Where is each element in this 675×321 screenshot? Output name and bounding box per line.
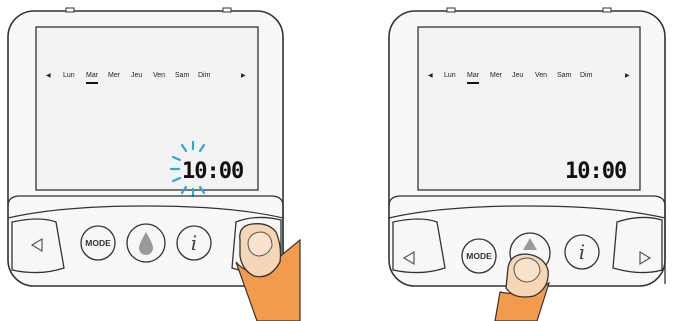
thermostat-panel-1: ◀ Lun Mar Mer Jeu Ven Sam Dim ▶ 10:00 — [8, 8, 300, 321]
fingernail — [248, 232, 272, 256]
day-label: Sam — [557, 72, 572, 79]
day-row: Lun Mar Mer Jeu Ven Sam Dim — [63, 72, 211, 79]
time-display: 10:00 — [182, 159, 243, 184]
time-display: 10:00 — [565, 159, 626, 184]
top-notch-left — [66, 8, 74, 12]
time-hours: 10 — [565, 159, 590, 184]
top-notch-right — [603, 8, 611, 12]
arrow-right-icon: ▶ — [241, 73, 246, 79]
fingernail — [514, 258, 540, 282]
top-notch-right — [223, 8, 231, 12]
top-notch-left — [447, 8, 455, 12]
time-minutes: 00 — [602, 159, 627, 184]
day-label: Ven — [153, 72, 165, 79]
arrow-right-icon: ▶ — [625, 73, 630, 79]
selected-day-underline — [467, 82, 479, 84]
thermostat-panel-2: ◀ Lun Mar Mer Jeu Ven Sam Dim ▶ 10:00 MO… — [389, 8, 665, 321]
left-button[interactable] — [12, 219, 64, 273]
time-hours: 10 — [182, 159, 207, 184]
day-label: Dim — [580, 72, 593, 79]
right-button[interactable] — [613, 217, 662, 272]
selected-day-underline — [86, 82, 98, 84]
arrow-left-icon: ◀ — [46, 73, 51, 79]
day-row: Lun Mar Mer Jeu Ven Sam Dim — [444, 72, 593, 79]
time-colon: : — [590, 159, 602, 184]
day-label: Dim — [198, 72, 211, 79]
time-colon: : — [207, 159, 219, 184]
arrow-left-icon: ◀ — [428, 73, 433, 79]
left-button[interactable] — [393, 219, 445, 273]
day-label: Jeu — [131, 72, 142, 79]
day-label: Mar — [86, 72, 99, 79]
day-label: Ven — [535, 72, 547, 79]
day-label: Jeu — [512, 72, 523, 79]
info-icon: i — [191, 231, 197, 255]
day-label: Mar — [467, 72, 480, 79]
day-label: Lun — [63, 72, 75, 79]
day-label: Lun — [444, 72, 456, 79]
mode-button-label: MODE — [85, 238, 111, 248]
day-label: Sam — [175, 72, 190, 79]
day-label: Mer — [490, 72, 503, 79]
mode-button-label: MODE — [466, 251, 492, 261]
info-icon: i — [579, 240, 585, 264]
time-minutes: 00 — [219, 159, 244, 184]
day-label: Mer — [108, 72, 121, 79]
